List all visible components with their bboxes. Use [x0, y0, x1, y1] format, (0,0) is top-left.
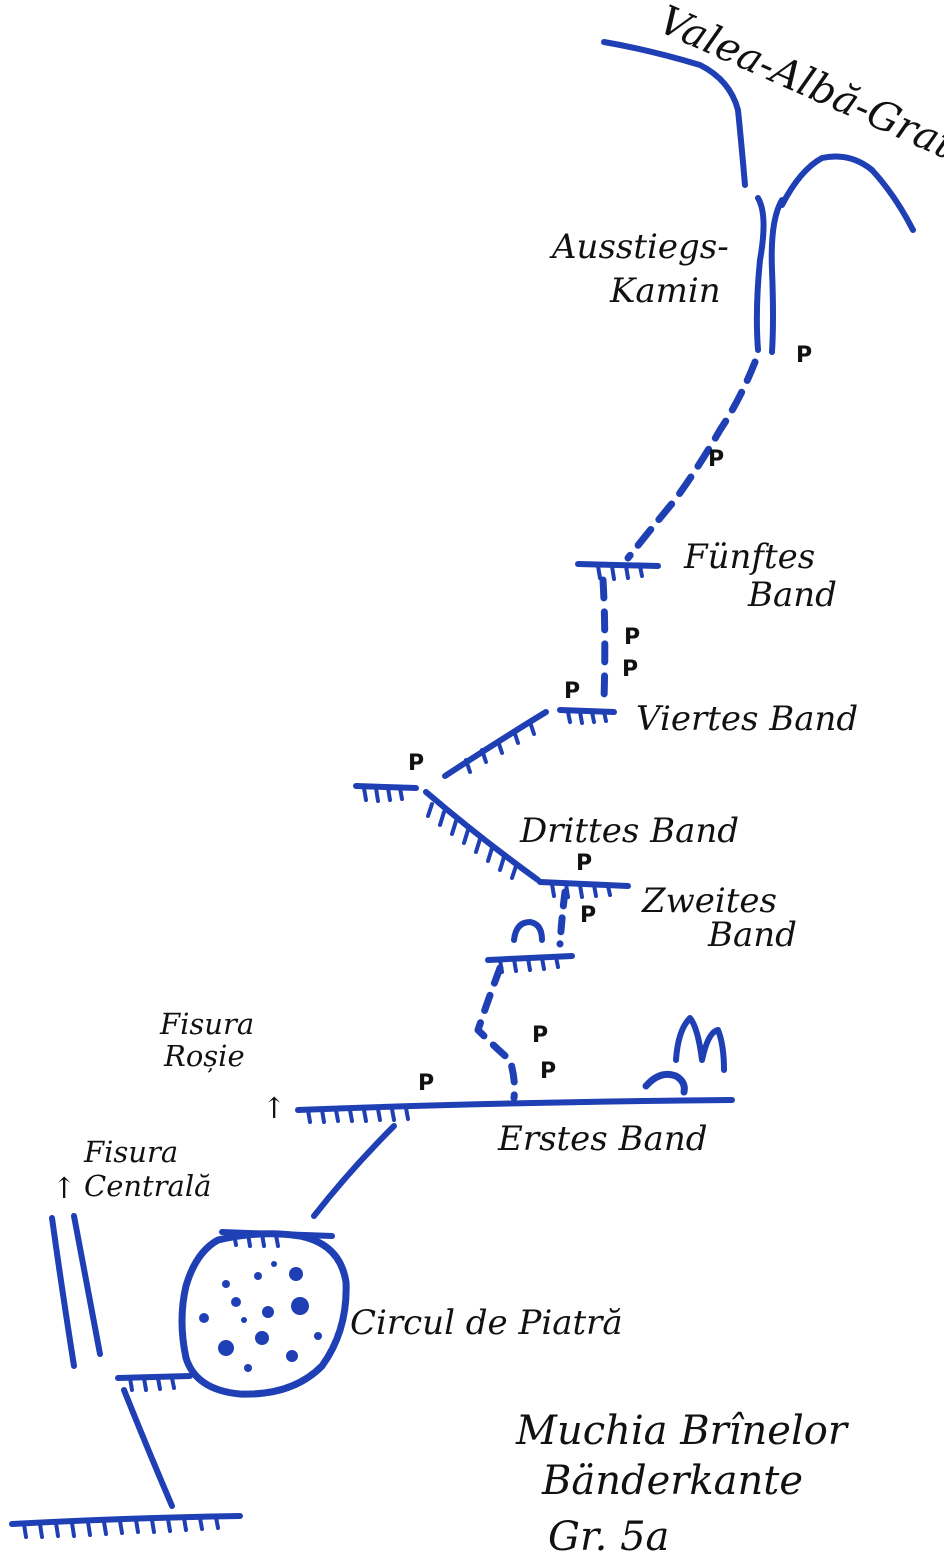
piton-marker: P: [576, 851, 592, 876]
dashed-route-2-to-lower: [556, 888, 569, 948]
central-fissure: [49, 1213, 103, 1369]
piton-marker: P: [564, 679, 580, 704]
base-line: [9, 1513, 243, 1539]
fisura-centrala-label-line2: Centrală: [84, 1169, 211, 1203]
piton-marker: P: [408, 751, 424, 776]
exit-chimney-label-line2: Kamin: [609, 271, 721, 311]
piton-marker: P: [708, 447, 724, 472]
boulder-dots: [199, 1261, 322, 1372]
route-grade: Gr. 5a: [548, 1514, 669, 1560]
fourth-band-label: Viertes Band: [636, 699, 858, 739]
exit-chimney-label-line1: Ausstiegs-: [549, 227, 729, 267]
rock-pinnacle-symbols: [642, 1015, 727, 1096]
ledge-4-to-3: [442, 709, 549, 779]
summit-ridge: [601, 39, 916, 233]
ridge-label: Valea-Albă-Grat: [652, 0, 944, 169]
second-band: [537, 879, 631, 899]
piton-marker: P: [622, 657, 638, 682]
first-band-label: Erstes Band: [497, 1119, 707, 1159]
first-band: [295, 1097, 735, 1124]
exit-chimney: [753, 195, 785, 355]
dashed-route-to-first-band: [474, 964, 518, 1102]
fifth-band-label-line1: Fünftes: [683, 537, 815, 577]
piton-marker: P: [624, 625, 640, 650]
piton-markers: P P P P P P P P P P P: [408, 343, 812, 1096]
overhang-symbol: [511, 919, 545, 943]
stone-cirque: [178, 1229, 350, 1398]
fifth-band-label-line2: Band: [747, 575, 837, 615]
piton-marker: P: [540, 1059, 556, 1084]
upper-dashed-route: [624, 358, 759, 562]
third-band-left-ledge: [353, 783, 419, 803]
piton-marker: P: [580, 903, 596, 928]
fisura-rosie-arrow-icon: ↑: [262, 1091, 286, 1125]
piton-marker: P: [418, 1071, 434, 1096]
second-band-label-line1: Zweites: [641, 881, 777, 921]
piton-marker: P: [532, 1023, 548, 1048]
fisura-centrala-arrow-icon: ↑: [52, 1171, 76, 1205]
fourth-band: [557, 707, 617, 725]
second-band-label-line2: Band: [707, 915, 797, 955]
third-band-label: Drittes Band: [519, 811, 739, 851]
route-title-german: Bänderkante: [541, 1458, 803, 1504]
cirque-base-ledge: [115, 1373, 193, 1509]
piton-marker: P: [796, 343, 812, 368]
fisura-rosie-label-line1: Fisura: [159, 1007, 254, 1041]
fifth-band: [575, 561, 661, 581]
first-band-to-cirque: [311, 1123, 397, 1219]
fisura-rosie-label-line2: Roșie: [163, 1039, 245, 1073]
stone-cirque-label: Circul de Piatră: [350, 1303, 623, 1343]
route-title: Muchia Brînelor: [515, 1408, 850, 1454]
dashed-route-5-to-4: [599, 576, 609, 704]
fisura-centrala-label-line1: Fisura: [83, 1135, 178, 1169]
third-band-slope: [423, 789, 541, 883]
